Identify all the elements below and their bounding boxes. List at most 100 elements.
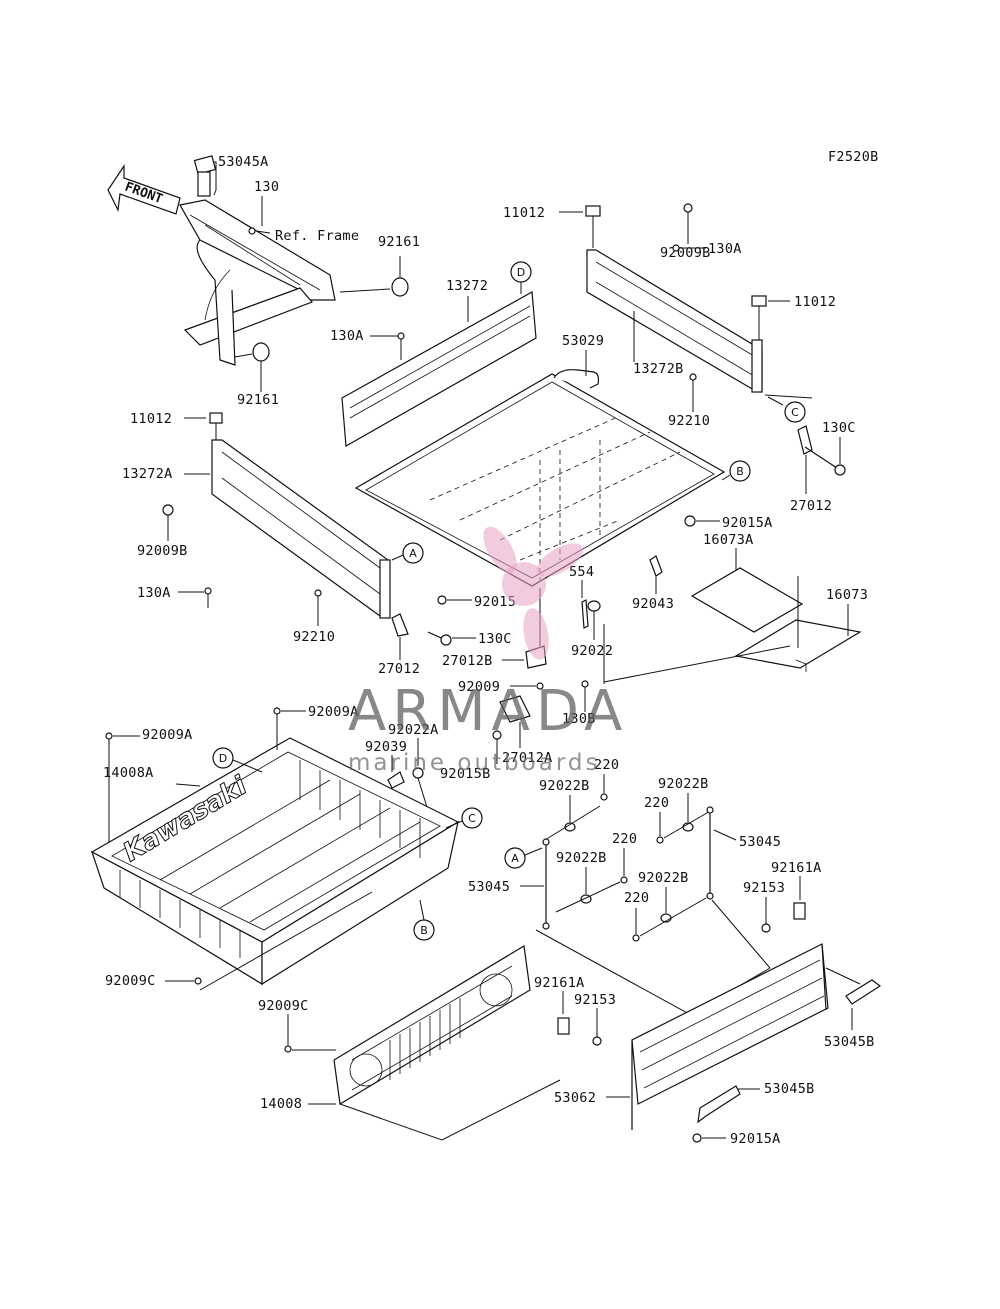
label-92009B-left: 92009B (137, 543, 188, 559)
label-14008: 14008 (260, 1096, 302, 1112)
bolt-130c-right (834, 464, 846, 476)
tailgate-frame-53062 (631, 943, 829, 1130)
label-92161-left: 92161 (237, 392, 279, 408)
label-13272B: 13272B (633, 361, 684, 377)
label-92009A-a: 92009A (308, 704, 359, 720)
bumper-92161-top (391, 277, 409, 297)
bolt-220-a (600, 793, 608, 801)
bolt-130a-left (204, 587, 212, 595)
bolt-92009 (536, 682, 544, 690)
nut-92210-right (689, 373, 697, 381)
bolt-92009b-left (162, 504, 174, 516)
bracket-27012A (499, 695, 531, 723)
bumper-92161A-right (793, 902, 806, 920)
label-92043: 92043 (632, 596, 674, 612)
label-53045-left: 53045 (468, 879, 510, 895)
callout-b-top-text: B (736, 465, 744, 478)
callout-a-bottom-text: A (511, 852, 519, 865)
label-16073A: 16073A (703, 532, 754, 548)
label-13272A: 13272A (122, 466, 173, 482)
label-53062: 53062 (554, 1090, 596, 1106)
label-14008A: 14008A (103, 765, 154, 781)
callout-a-top (402, 542, 424, 564)
label-92015B: 92015B (440, 766, 491, 782)
watermark-brand: ARMADA (348, 679, 628, 744)
callout-a-bottom (504, 847, 526, 869)
callout-c-right-text: C (791, 406, 799, 419)
mat-16073A (690, 567, 804, 633)
nut-92015 (437, 595, 447, 605)
label-92009: 92009 (458, 679, 500, 695)
label-92009B-top: 92009B (660, 245, 711, 261)
propeller-logo-icon (483, 526, 584, 660)
bolt-92009b-top (683, 203, 693, 213)
label-92015A-bottom: 92015A (730, 1131, 781, 1147)
label-53045-right: 53045 (739, 834, 781, 850)
callout-d-bottom (212, 747, 234, 769)
callout-d-top-text: D (517, 266, 525, 279)
label-130C-left: 130C (478, 631, 512, 647)
callout-d-bottom-text: D (219, 752, 227, 765)
label-27012A: 27012A (502, 750, 553, 766)
tailgate-14008 (333, 945, 531, 1105)
hinge-27012-left (391, 613, 409, 637)
label-11012-top: 11012 (503, 205, 545, 221)
label-53045A: 53045A (218, 154, 269, 170)
panel-13272 (341, 291, 537, 447)
bolt-220-b (656, 836, 664, 844)
label-92161-top: 92161 (378, 234, 420, 250)
label-27012-right: 27012 (790, 498, 832, 514)
label-220-d: 220 (624, 890, 649, 906)
label-130C-right: 130C (822, 420, 856, 436)
nut-92015A-bottom (692, 1133, 702, 1143)
nut-92015a-top (684, 515, 696, 527)
hinge-27012-right (797, 425, 813, 455)
bolt-92039 (387, 771, 405, 789)
latch-53045B-mid (697, 1085, 741, 1124)
label-220-b: 220 (644, 795, 669, 811)
bolt-130a-mid (672, 244, 680, 252)
bolt-92153-left (592, 1036, 602, 1046)
label-92153-left: 92153 (574, 992, 616, 1008)
panel-13272A (211, 439, 391, 619)
latch-53045B-right (845, 979, 882, 1005)
callout-c-right (784, 401, 806, 423)
label-220-c: 220 (612, 831, 637, 847)
front-arrow-icon: FRONT (107, 164, 181, 215)
bumper-92161A-left (557, 1017, 570, 1035)
label-92161A-left: 92161A (534, 975, 585, 991)
diagram-code: F2520B (828, 149, 879, 165)
bolt-220-d (632, 934, 640, 942)
bolt-92009A-left (105, 732, 113, 740)
callout-a-top-text: A (409, 547, 417, 560)
watermark-tagline: marine outboards (348, 750, 600, 776)
label-220-a: 220 (594, 757, 619, 773)
label-92039: 92039 (365, 739, 407, 755)
label-92153-right: 92153 (743, 880, 785, 896)
bumper-92161-left (252, 342, 270, 362)
cap-11012-left (209, 412, 223, 424)
panel-13272B (586, 249, 763, 393)
callout-b-bottom-text: B (420, 924, 428, 937)
nut-92210-left (314, 589, 322, 597)
label-92009A-b: 92009A (142, 727, 193, 743)
label-554: 554 (569, 564, 594, 580)
label-92022: 92022 (571, 643, 613, 659)
label-92022A: 92022A (388, 722, 439, 738)
bolt-92153-right (761, 923, 771, 933)
label-130-top: 130 (254, 179, 279, 195)
cap-11012-right (751, 295, 767, 307)
label-130B: 130B (562, 711, 596, 727)
label-92161A-right: 92161A (771, 860, 822, 876)
label-53045B-right: 53045B (824, 1034, 875, 1050)
bolt-130a-top (397, 332, 405, 340)
washer-92022B-a (564, 822, 576, 832)
bolt-220-c (620, 876, 628, 884)
label-130A-mid: 130A (708, 241, 742, 257)
pin-92043 (649, 555, 663, 577)
label-13272: 13272 (446, 278, 488, 294)
armada-watermark: ARMADA marine outboards (348, 526, 628, 776)
rod-53045-right (706, 806, 714, 900)
label-27012B: 27012B (442, 653, 493, 669)
